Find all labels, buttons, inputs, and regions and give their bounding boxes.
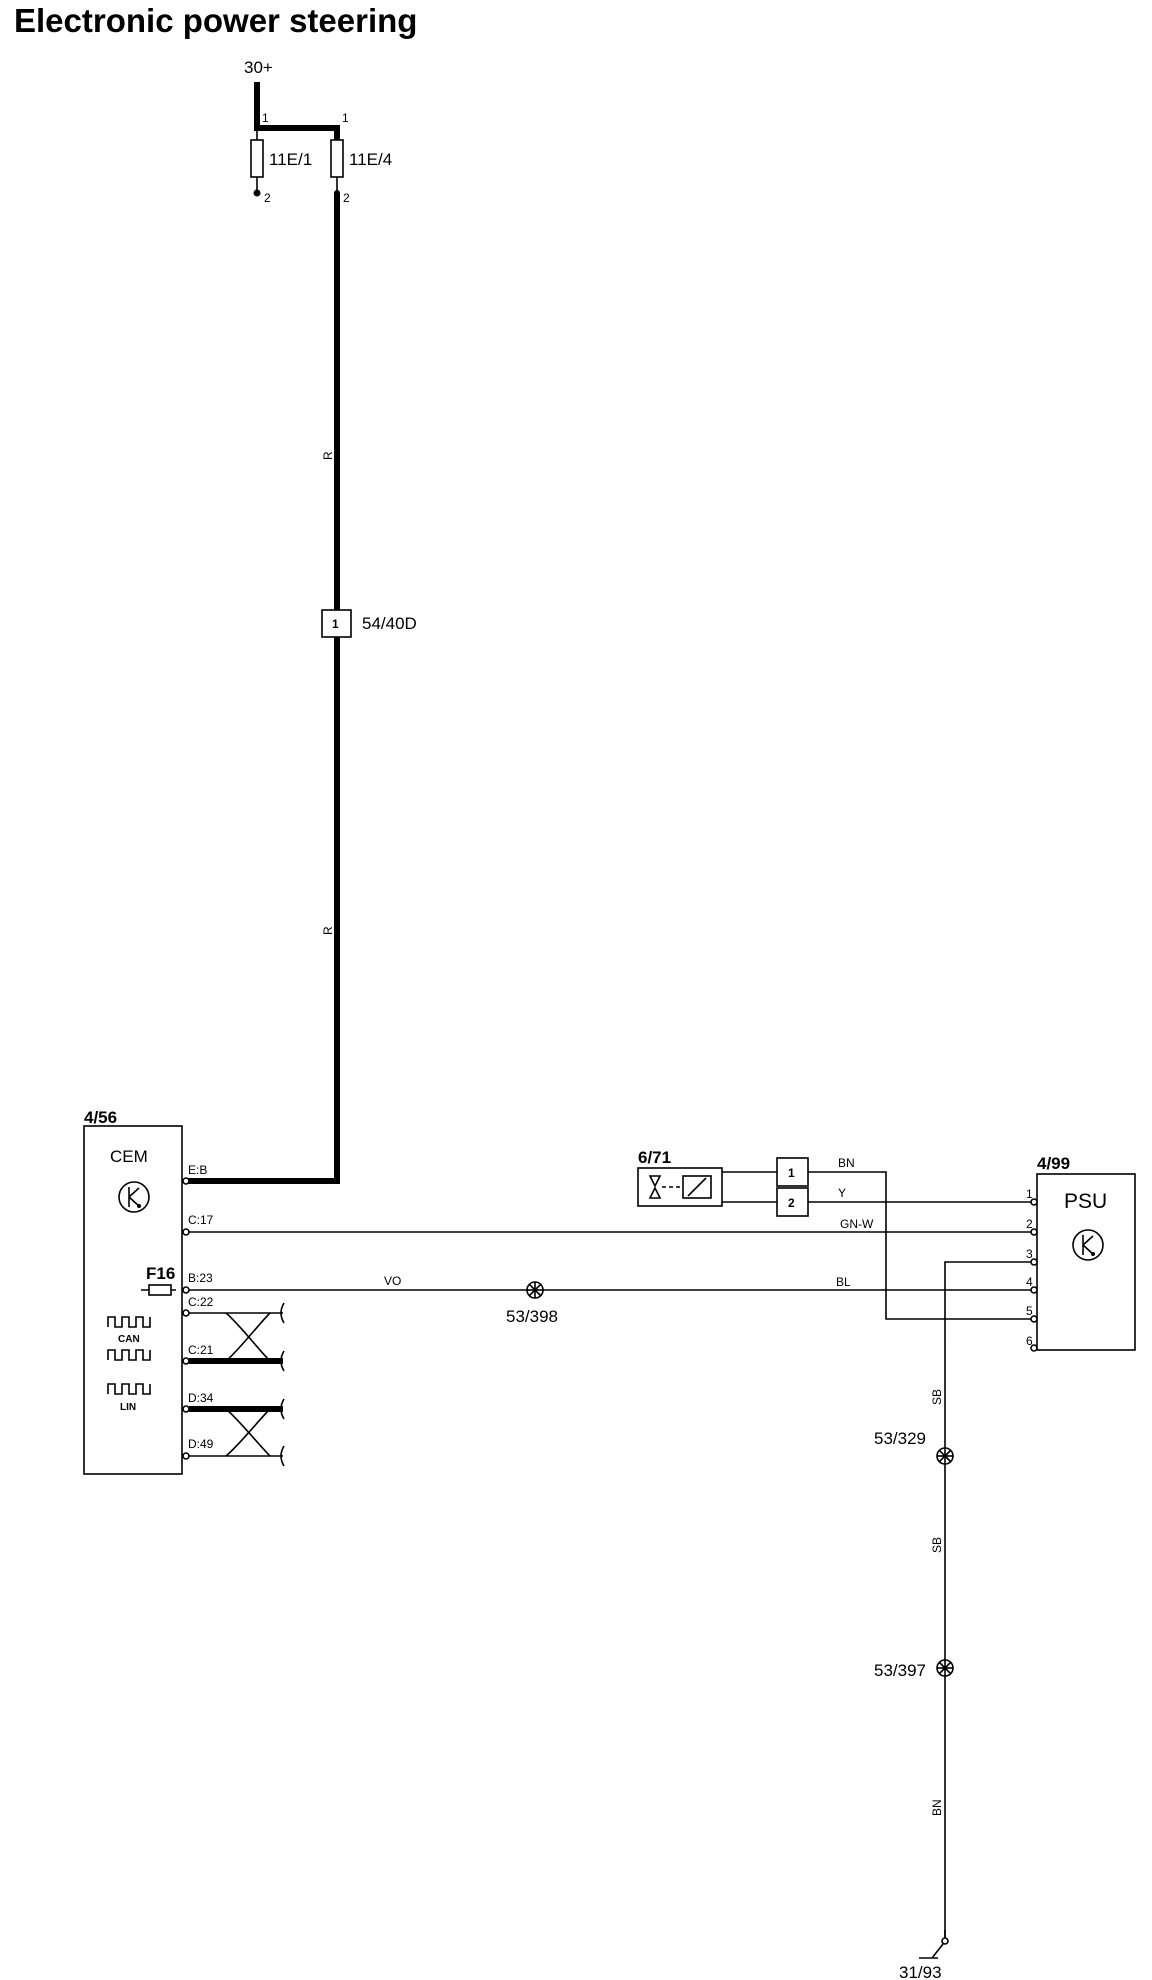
cem-pin-c22: C:22	[188, 1295, 214, 1309]
lin-bus-icon: LIN	[107, 1383, 151, 1413]
relay-id: 6/71	[638, 1148, 671, 1167]
splice-398-label: 53/398	[506, 1307, 558, 1326]
wire-relay-bn	[808, 1171, 1032, 1320]
cem-fuse-label: F16	[146, 1264, 175, 1283]
fuse1-pin-top: 1	[262, 111, 269, 125]
relay-pin-1-label: 1	[788, 1166, 795, 1180]
wire-color-ground-3: BN	[930, 1799, 944, 1816]
psu-module: 4/99 PSU 1 2 3 4 5 6	[1026, 1154, 1136, 1352]
cem-pin-c17: C:17	[188, 1213, 214, 1227]
splice-53-329	[936, 1447, 954, 1465]
ground-label: 31/93	[899, 1963, 942, 1980]
transistor-icon	[1072, 1229, 1104, 1261]
fuse1-pin-bottom: 2	[264, 191, 271, 205]
fuse-11e-1: 1 2 11E/1	[250, 111, 312, 205]
connector-pin: 1	[332, 617, 339, 631]
fuse2-pin-top: 1	[342, 111, 349, 125]
lin-label: LIN	[120, 1402, 136, 1413]
connector-54-40d	[321, 609, 352, 638]
fuse-11e-4: 1 2 11E/4	[330, 111, 392, 205]
relay-connector-pin-1	[776, 1157, 809, 1187]
can-label: CAN	[118, 1334, 140, 1345]
cem-module: 4/56 CEM F16 CAN LIN E:B C:17 B:23	[83, 1108, 214, 1475]
splice-53-398	[526, 1281, 544, 1299]
relay-pin-2-label: 2	[788, 1196, 795, 1210]
wire-color-c17: GN-W	[840, 1217, 874, 1231]
psu-pin-4: 4	[1026, 1275, 1033, 1289]
fuse1-label: 11E/1	[269, 150, 312, 169]
relay-connector-pin-2	[776, 1187, 809, 1217]
psu-pin-3: 3	[1026, 1247, 1033, 1261]
cem-pin-b23: B:23	[188, 1271, 213, 1285]
psu-pin-6: 6	[1026, 1334, 1033, 1348]
cem-pin-d34: D:34	[188, 1391, 214, 1405]
cem-pin-c21: C:21	[188, 1343, 214, 1357]
wire-color-relay-bn: BN	[838, 1156, 855, 1170]
wire-color-b23-left: VO	[384, 1274, 401, 1288]
can-bus-icon: CAN	[107, 1316, 151, 1361]
can-twisted-pair	[189, 1302, 285, 1372]
wire-psu-3	[944, 1261, 1032, 1343]
wire-color-b23-right: BL	[836, 1275, 851, 1289]
splice-329-label: 53/329	[874, 1429, 926, 1448]
cem-fuse-icon	[141, 1284, 176, 1296]
cem-pin-d49: D:49	[188, 1437, 214, 1451]
psu-name: PSU	[1064, 1190, 1107, 1213]
ground-gap	[930, 1940, 960, 1980]
wire-color-ground-1: SB	[930, 1389, 944, 1405]
supply-label: 30+	[244, 58, 273, 77]
psu-id: 4/99	[1037, 1154, 1070, 1173]
splice-397-label: 53/397	[874, 1661, 926, 1680]
diagram-title: Electronic power steering	[14, 2, 417, 39]
transistor-icon	[118, 1181, 150, 1213]
wire-color-main-lower: R	[321, 926, 335, 935]
fuse2-label: 11E/4	[349, 150, 392, 169]
cem-pin-eb: E:B	[188, 1163, 207, 1177]
lin-twisted-pair	[189, 1398, 285, 1467]
psu-pin-2: 2	[1026, 1217, 1033, 1231]
connector-label: 54/40D	[362, 614, 417, 633]
cem-id: 4/56	[84, 1108, 117, 1127]
splice-53-397	[936, 1659, 954, 1677]
psu-pin-5: 5	[1026, 1304, 1033, 1318]
psu-pin-1: 1	[1026, 1187, 1033, 1201]
wire-color-relay-y: Y	[838, 1186, 846, 1200]
ground-symbol	[919, 1937, 949, 1959]
fuse2-pin-bottom: 2	[343, 191, 350, 205]
wire-color-main-upper: R	[321, 451, 335, 460]
relay-6-71: 6/71	[637, 1148, 723, 1207]
cem-name: CEM	[110, 1147, 148, 1166]
wire-color-ground-2: SB	[930, 1537, 944, 1553]
